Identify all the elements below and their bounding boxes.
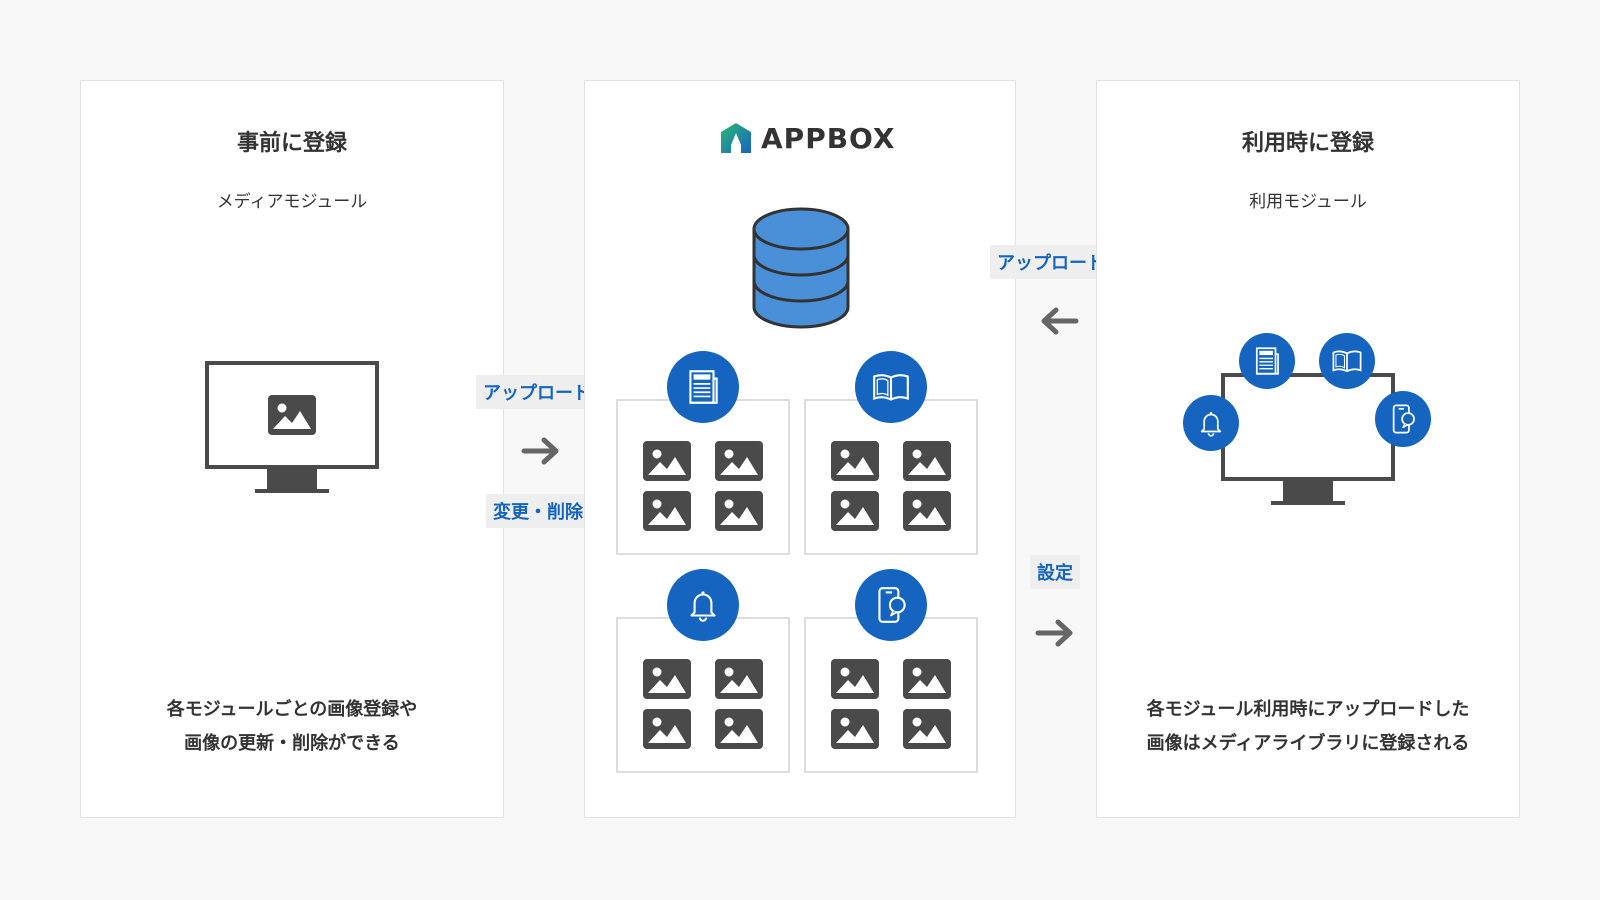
bell-circle: [1183, 395, 1239, 451]
right-desc-line1: 各モジュール利用時にアップロードした: [1146, 699, 1470, 720]
news-circle: [667, 351, 739, 423]
right-setting-tag: 設定: [1030, 555, 1080, 589]
appbox-logo-text: APPBOX: [761, 121, 896, 155]
image-icon: [831, 441, 879, 481]
image-icon: [715, 441, 763, 481]
book-circle: [1319, 333, 1375, 389]
appbox-logo-mark-icon: [721, 123, 751, 153]
phone-chat-icon: [1386, 402, 1420, 436]
image-icon: [903, 659, 951, 699]
monitor-icon: [1221, 373, 1395, 505]
image-icon: [643, 441, 691, 481]
image-icon: [715, 491, 763, 531]
left-desc-line1: 各モジュールごとの画像登録や: [166, 699, 418, 720]
middle-panel: APPBOX: [584, 80, 1016, 818]
module-card-book: [804, 399, 978, 555]
right-desc-line2: 画像はメディアライブラリに登録される: [1146, 733, 1470, 754]
left-description: 各モジュールごとの画像登録や 画像の更新・削除ができる: [81, 693, 503, 761]
arrow-left-icon: [1036, 306, 1080, 336]
image-icon: [903, 709, 951, 749]
right-panel: 利用時に登録 利用モジュール 各モジュール利用時にアップロードした 画像はメディ…: [1096, 80, 1520, 818]
image-icon: [831, 659, 879, 699]
image-icon: [831, 491, 879, 531]
image-icon: [715, 659, 763, 699]
phone-circle: [855, 569, 927, 641]
phone-chat-icon: [870, 584, 912, 626]
image-icon: [643, 659, 691, 699]
image-icon: [903, 491, 951, 531]
book-icon: [1330, 344, 1364, 378]
left-upload-tag: アップロード: [476, 375, 598, 409]
database-icon: [752, 207, 850, 329]
news-icon: [682, 366, 724, 408]
right-description: 各モジュール利用時にアップロードした 画像はメディアライブラリに登録される: [1097, 693, 1519, 761]
image-icon: [715, 709, 763, 749]
book-circle: [855, 351, 927, 423]
bell-icon: [682, 584, 724, 626]
image-icon: [831, 709, 879, 749]
right-subtitle: 利用モジュール: [1249, 192, 1367, 212]
appbox-logo: APPBOX: [719, 121, 895, 155]
right-title: 利用時に登録: [1241, 131, 1374, 156]
arrow-right-icon: [520, 436, 564, 466]
bell-circle: [667, 569, 739, 641]
module-card-news: [616, 399, 790, 555]
left-desc-line2: 画像の更新・削除ができる: [184, 733, 400, 754]
left-title: 事前に登録: [236, 131, 347, 156]
left-panel: 事前に登録 メディアモジュール 各モジュールごとの画像登録や 画像の更新・削除が…: [80, 80, 504, 818]
image-icon: [643, 491, 691, 531]
monitor-icon: [205, 361, 379, 493]
phone-circle: [1375, 391, 1431, 447]
bell-icon: [1194, 406, 1228, 440]
left-subtitle: メディアモジュール: [216, 192, 368, 212]
book-icon: [870, 366, 912, 408]
arrow-right-icon: [1034, 618, 1078, 648]
left-edit-tag: 変更・削除: [486, 494, 590, 528]
right-upload-tag: アップロード: [990, 245, 1112, 279]
module-card-phone: [804, 617, 978, 773]
module-card-bell: [616, 617, 790, 773]
news-circle: [1239, 333, 1295, 389]
image-icon: [643, 709, 691, 749]
image-icon: [903, 441, 951, 481]
news-icon: [1250, 344, 1284, 378]
